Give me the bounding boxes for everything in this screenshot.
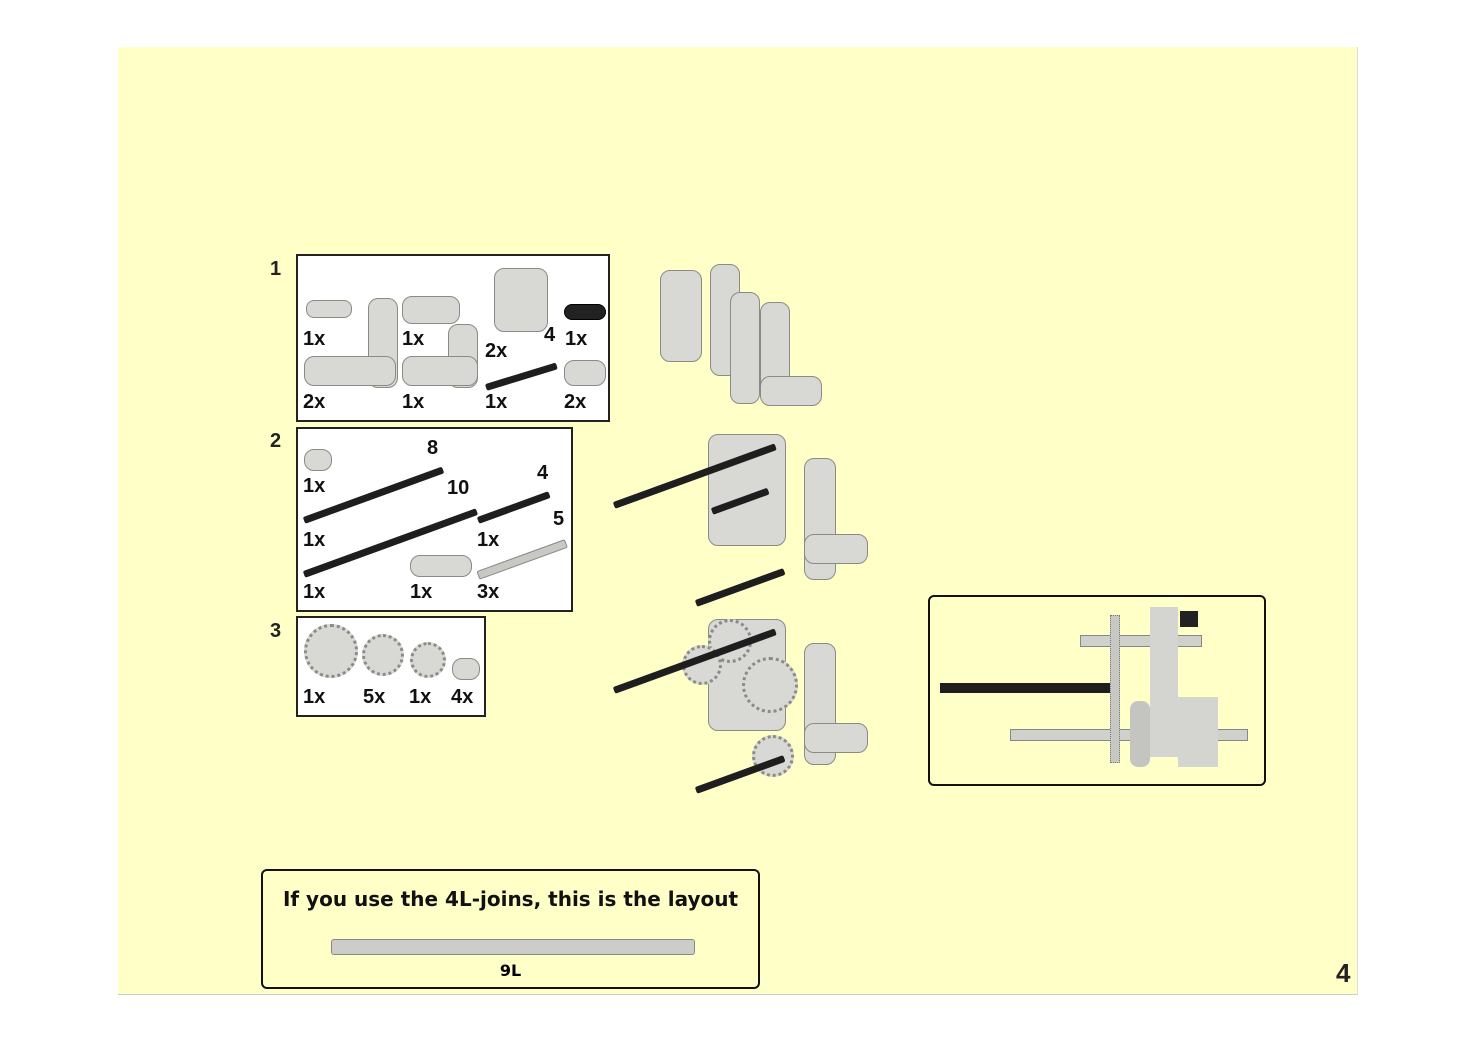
step-number-3: 3 (270, 620, 282, 642)
side-gear (1110, 615, 1120, 763)
qty-label: 4x (451, 686, 474, 708)
assembly-beam (730, 292, 760, 404)
part-l-beam-small-arm (402, 356, 478, 386)
side-axle-grey (1080, 635, 1202, 647)
part-universal-joint (410, 555, 472, 577)
part-black-pin (564, 304, 606, 320)
length-label: 4 (544, 324, 556, 346)
part-gear-12 (410, 642, 446, 678)
qty-label: 3x (477, 581, 500, 603)
note-title: If you use the 4L-joins, this is the lay… (282, 887, 739, 911)
qty-label: 1x (477, 529, 500, 551)
length-label: 5 (553, 508, 565, 530)
qty-label: 5x (363, 686, 386, 708)
step-1-parts-box (296, 254, 610, 422)
side-beam (1178, 697, 1218, 767)
qty-label: 1x (485, 391, 508, 413)
step-number-2: 2 (270, 430, 282, 452)
part-gear-24 (304, 624, 358, 678)
qty-label: 1x (402, 391, 425, 413)
qty-label: 1x (303, 686, 326, 708)
length-label: 4 (537, 462, 549, 484)
assembly-beam (804, 534, 868, 564)
step-1-assembly (660, 262, 830, 412)
part-connector (564, 360, 606, 386)
step-3-assembly (612, 615, 872, 795)
step-2-parts-box (296, 427, 573, 612)
step-3-parts-box (296, 616, 486, 717)
step-2-assembly (612, 430, 872, 610)
qty-label: 1x (565, 328, 588, 350)
qty-label: 1x (303, 475, 326, 497)
part-beam-3 (402, 296, 460, 324)
layout-note-box: If you use the 4L-joins, this is the lay… (261, 869, 760, 989)
assembly-beam (660, 270, 702, 362)
part-l-beam-arm (304, 356, 396, 386)
qty-label: 1x (410, 581, 433, 603)
qty-label: 2x (485, 340, 508, 362)
part-gear-16 (362, 634, 404, 676)
length-label: 10 (447, 477, 470, 499)
side-beam (1150, 607, 1178, 757)
length-label: 8 (427, 437, 439, 459)
page-number: 4 (1336, 958, 1351, 988)
universal-joint-assembly (331, 939, 695, 955)
assembly-axle (694, 568, 786, 607)
qty-label: 1x (303, 328, 326, 350)
side-black-pin (1180, 611, 1198, 627)
part-cross-block (494, 268, 548, 332)
part-bush (304, 449, 332, 471)
part-bush (452, 658, 480, 680)
qty-label: 1x (303, 581, 326, 603)
side-view-callout (928, 595, 1266, 786)
assembly-beam (804, 723, 868, 753)
assembly-gear (742, 657, 798, 713)
qty-label: 1x (303, 529, 326, 551)
side-axle-black (940, 683, 1120, 693)
length-label: 9L (499, 961, 522, 980)
part-axle-4 (484, 362, 558, 391)
qty-label: 1x (409, 686, 432, 708)
step-number-1: 1 (270, 258, 282, 280)
part-axle-connector (306, 300, 352, 318)
qty-label: 2x (303, 391, 326, 413)
qty-label: 2x (564, 391, 587, 413)
side-gear (1130, 701, 1150, 767)
qty-label: 1x (402, 328, 425, 350)
assembly-beam (760, 376, 822, 406)
part-axle-4 (476, 491, 551, 524)
